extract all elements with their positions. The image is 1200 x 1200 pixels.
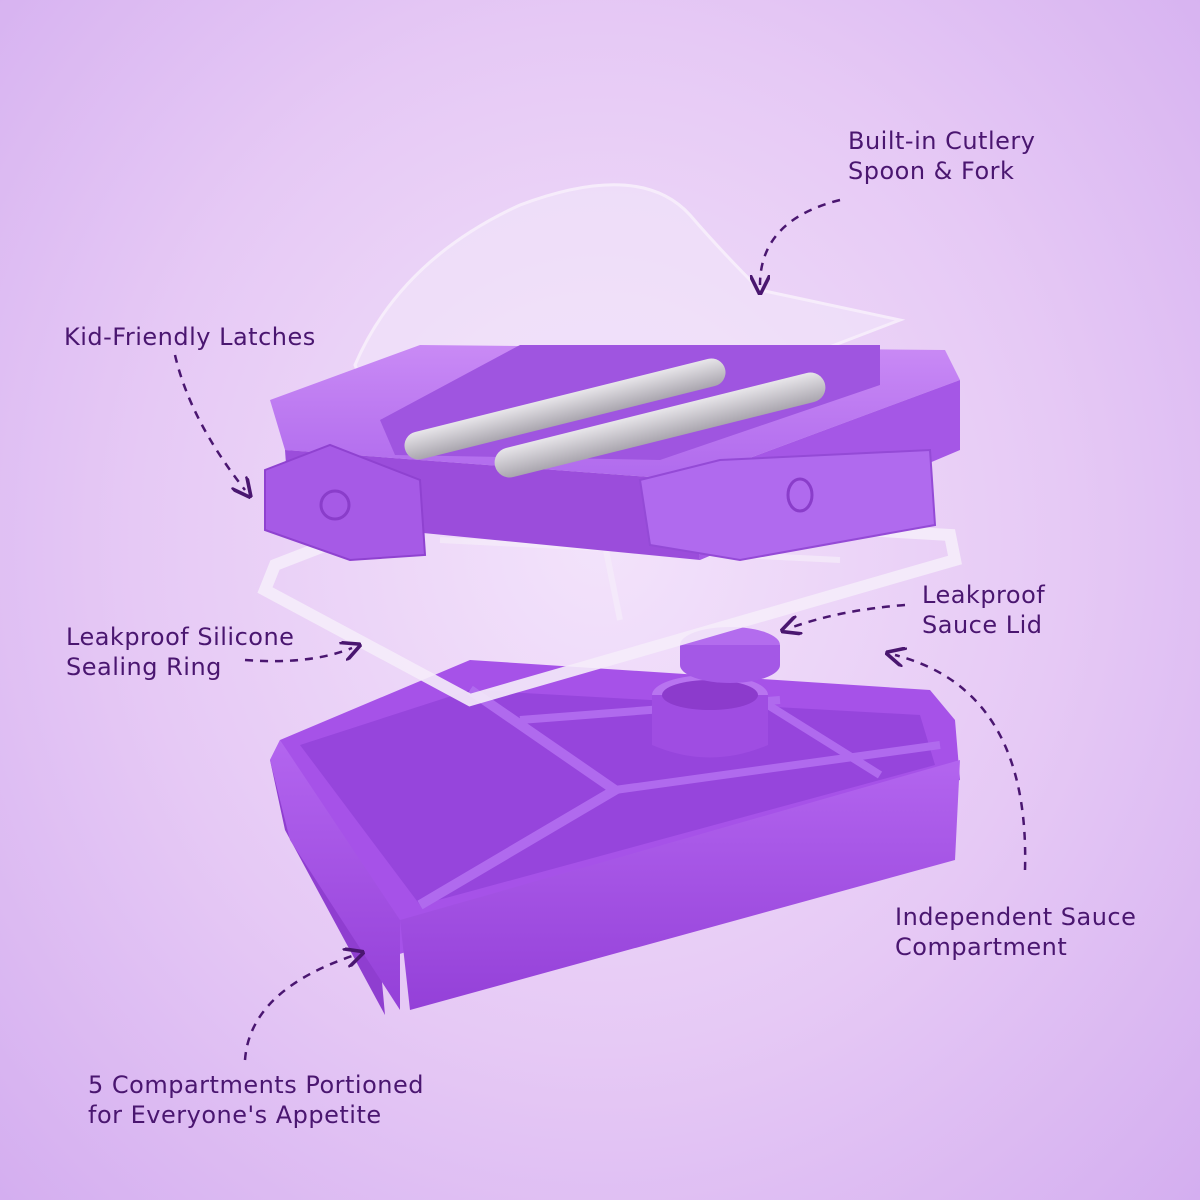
lid	[264, 183, 960, 562]
sauce-compartment-arrow	[895, 655, 1027, 871]
spoon-icon	[494, 372, 826, 478]
latches-label: Kid-Friendly Latches	[64, 323, 316, 351]
compartments-arrow	[243, 955, 355, 1061]
cutlery-arrow	[760, 198, 841, 285]
sauce-lid-arrow	[790, 603, 906, 628]
sauce-compartment-label: Independent Sauce Compartment	[895, 903, 1137, 961]
compartments-label: 5 Compartments Portioned for Everyone's …	[88, 1071, 424, 1129]
cutlery-label: Built-in Cutlery Spoon & Fork	[848, 127, 1036, 185]
sauce-lid-label: Leakproof Sauce Lid	[922, 581, 1046, 639]
latches-arrow	[173, 354, 245, 490]
fork-icon	[404, 358, 726, 460]
container-base	[270, 627, 960, 1015]
left-latch	[264, 443, 427, 562]
right-latch	[638, 448, 937, 562]
sealing-ring-label: Leakproof Silicone Sealing Ring	[66, 623, 295, 681]
callout-arrows	[173, 198, 1027, 1061]
